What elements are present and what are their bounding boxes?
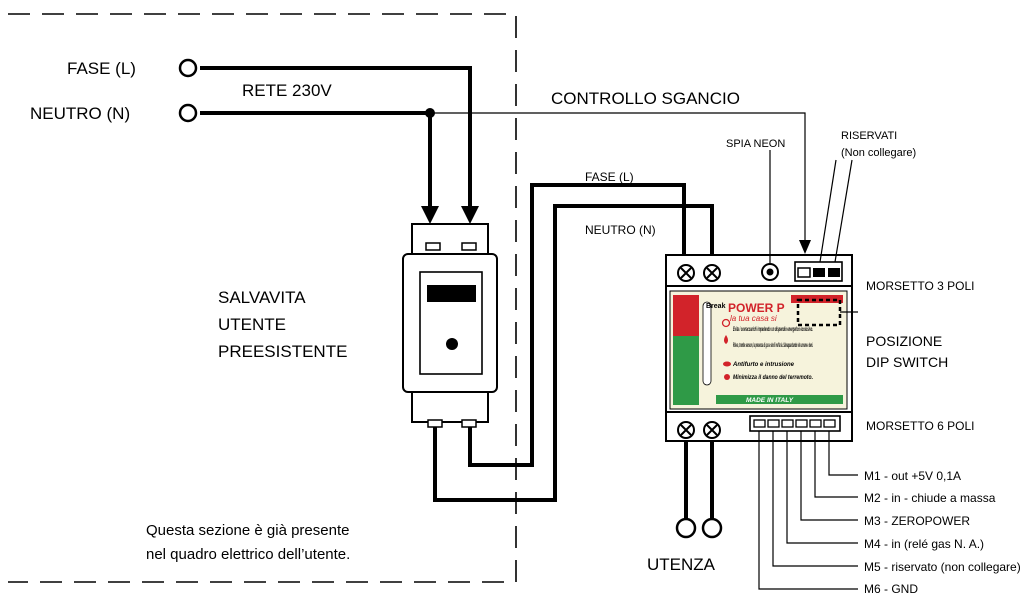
device-feature-3: Antifurto e intrusione: [732, 362, 795, 368]
fase-small-label: FASE (L): [585, 170, 634, 184]
terminal-m4-label: M4 - in (relé gas N. A.): [864, 537, 984, 551]
morsetto-3-label: MORSETTO 3 POLI: [866, 279, 974, 293]
utenza-terminal-1: [675, 517, 697, 539]
salvavita-label-2: UTENTE: [218, 315, 286, 334]
fase-label: FASE (L): [67, 59, 136, 78]
utenza-label: UTENZA: [647, 555, 716, 574]
neutro-terminal: [178, 103, 198, 123]
device-break-label: Break: [706, 303, 726, 310]
riservati-label: RISERVATI: [841, 130, 897, 142]
control-wiring: [425, 108, 811, 254]
fase-terminal: [178, 58, 198, 78]
utenza-terminal-2: [701, 517, 723, 539]
dip-switch-area: [796, 298, 842, 327]
device-front-label: Break POWER P la tua casa si Evita i sov…: [669, 290, 848, 410]
dip-switch-label: DIP SWITCH: [866, 354, 948, 370]
note-line-2: nel quadro elettrico dell’utente.: [146, 546, 350, 563]
neutro-label: NEUTRO (N): [30, 104, 130, 123]
salvavita-label-1: SALVAVITA: [218, 288, 306, 307]
controllo-sgancio-label: CONTROLLO SGANCIO: [551, 89, 740, 108]
device-feature-1: Evita i sovraccarichi impedendo un dispe…: [733, 327, 813, 333]
existing-section-boundary: [8, 13, 517, 583]
terminal-m6-label: M6 - GND: [864, 582, 918, 595]
device-made-in: MADE IN ITALY: [746, 397, 794, 404]
terminal-m2-label: M2 - in - chiude a massa: [864, 491, 996, 505]
non-collegare-label: (Non collegare): [841, 147, 916, 159]
note-line-1: Questa sezione è già presente: [146, 522, 349, 539]
device-feature-4: Minimizza il danno del terremoto.: [733, 375, 813, 381]
spia-neon-label: SPIA NEON: [726, 138, 785, 150]
terminal-m1-label: M1 - out +5V 0,1A: [864, 469, 961, 483]
terminal-m5-label: M5 - riservato (non collegare): [864, 560, 1021, 574]
device-feature-2: Rileva, tramite sensore, la presenza di …: [733, 343, 813, 349]
device-tagline: la tua casa si: [730, 314, 777, 323]
salvavita-label-3: PREESISTENTE: [218, 342, 347, 361]
device-brand: POWER P: [728, 301, 785, 315]
salvavita-breaker: [402, 223, 498, 428]
posizione-label: POSIZIONE: [866, 333, 942, 349]
morsetto-6-label: MORSETTO 6 POLI: [866, 419, 974, 433]
leader-lines: [758, 150, 858, 590]
neutro-small-label: NEUTRO (N): [585, 223, 656, 237]
rete-label: RETE 230V: [242, 81, 332, 100]
terminal-m3-label: M3 - ZEROPOWER: [864, 514, 970, 528]
